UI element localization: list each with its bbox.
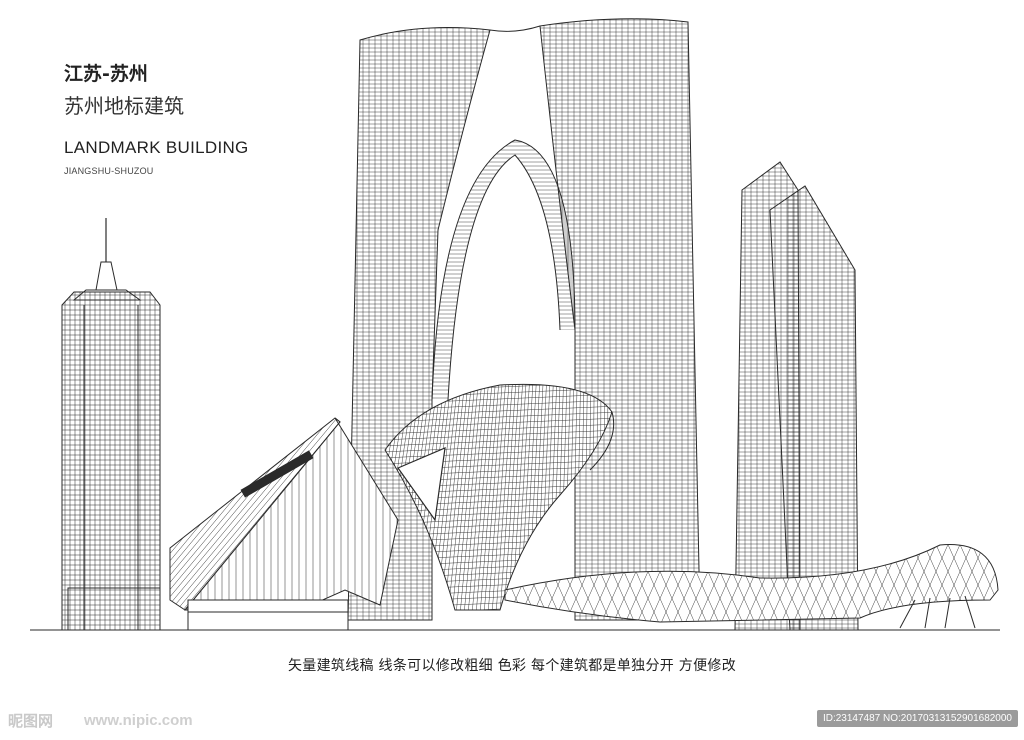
- watermark-id: ID:23147487 NO:20170313152901682000: [816, 710, 1018, 727]
- caption-text: 矢量建筑线稿 线条可以修改粗细 色彩 每个建筑都是单独分开 方便修改: [288, 658, 736, 674]
- left-tower: [61, 218, 161, 631]
- skyline-illustration: [30, 18, 1000, 631]
- watermark-logo: 昵图网: [8, 712, 54, 730]
- subtitle: 苏州地标建筑: [64, 94, 184, 118]
- english-title: LANDMARK BUILDING: [64, 138, 249, 157]
- english-subtitle: JIANGSHU-SHUZOU: [64, 166, 154, 176]
- watermark-url: www.nipic.com: [84, 712, 193, 729]
- region-title: 江苏-苏州: [64, 63, 148, 85]
- watermark-bar: 昵图网 www.nipic.com ID:23147487 NO:2017031…: [0, 704, 1024, 740]
- title-block: 江苏-苏州 苏州地标建筑 LANDMARK BUILDING JIANGSHU-…: [64, 60, 249, 176]
- right-twin-towers: [734, 161, 859, 631]
